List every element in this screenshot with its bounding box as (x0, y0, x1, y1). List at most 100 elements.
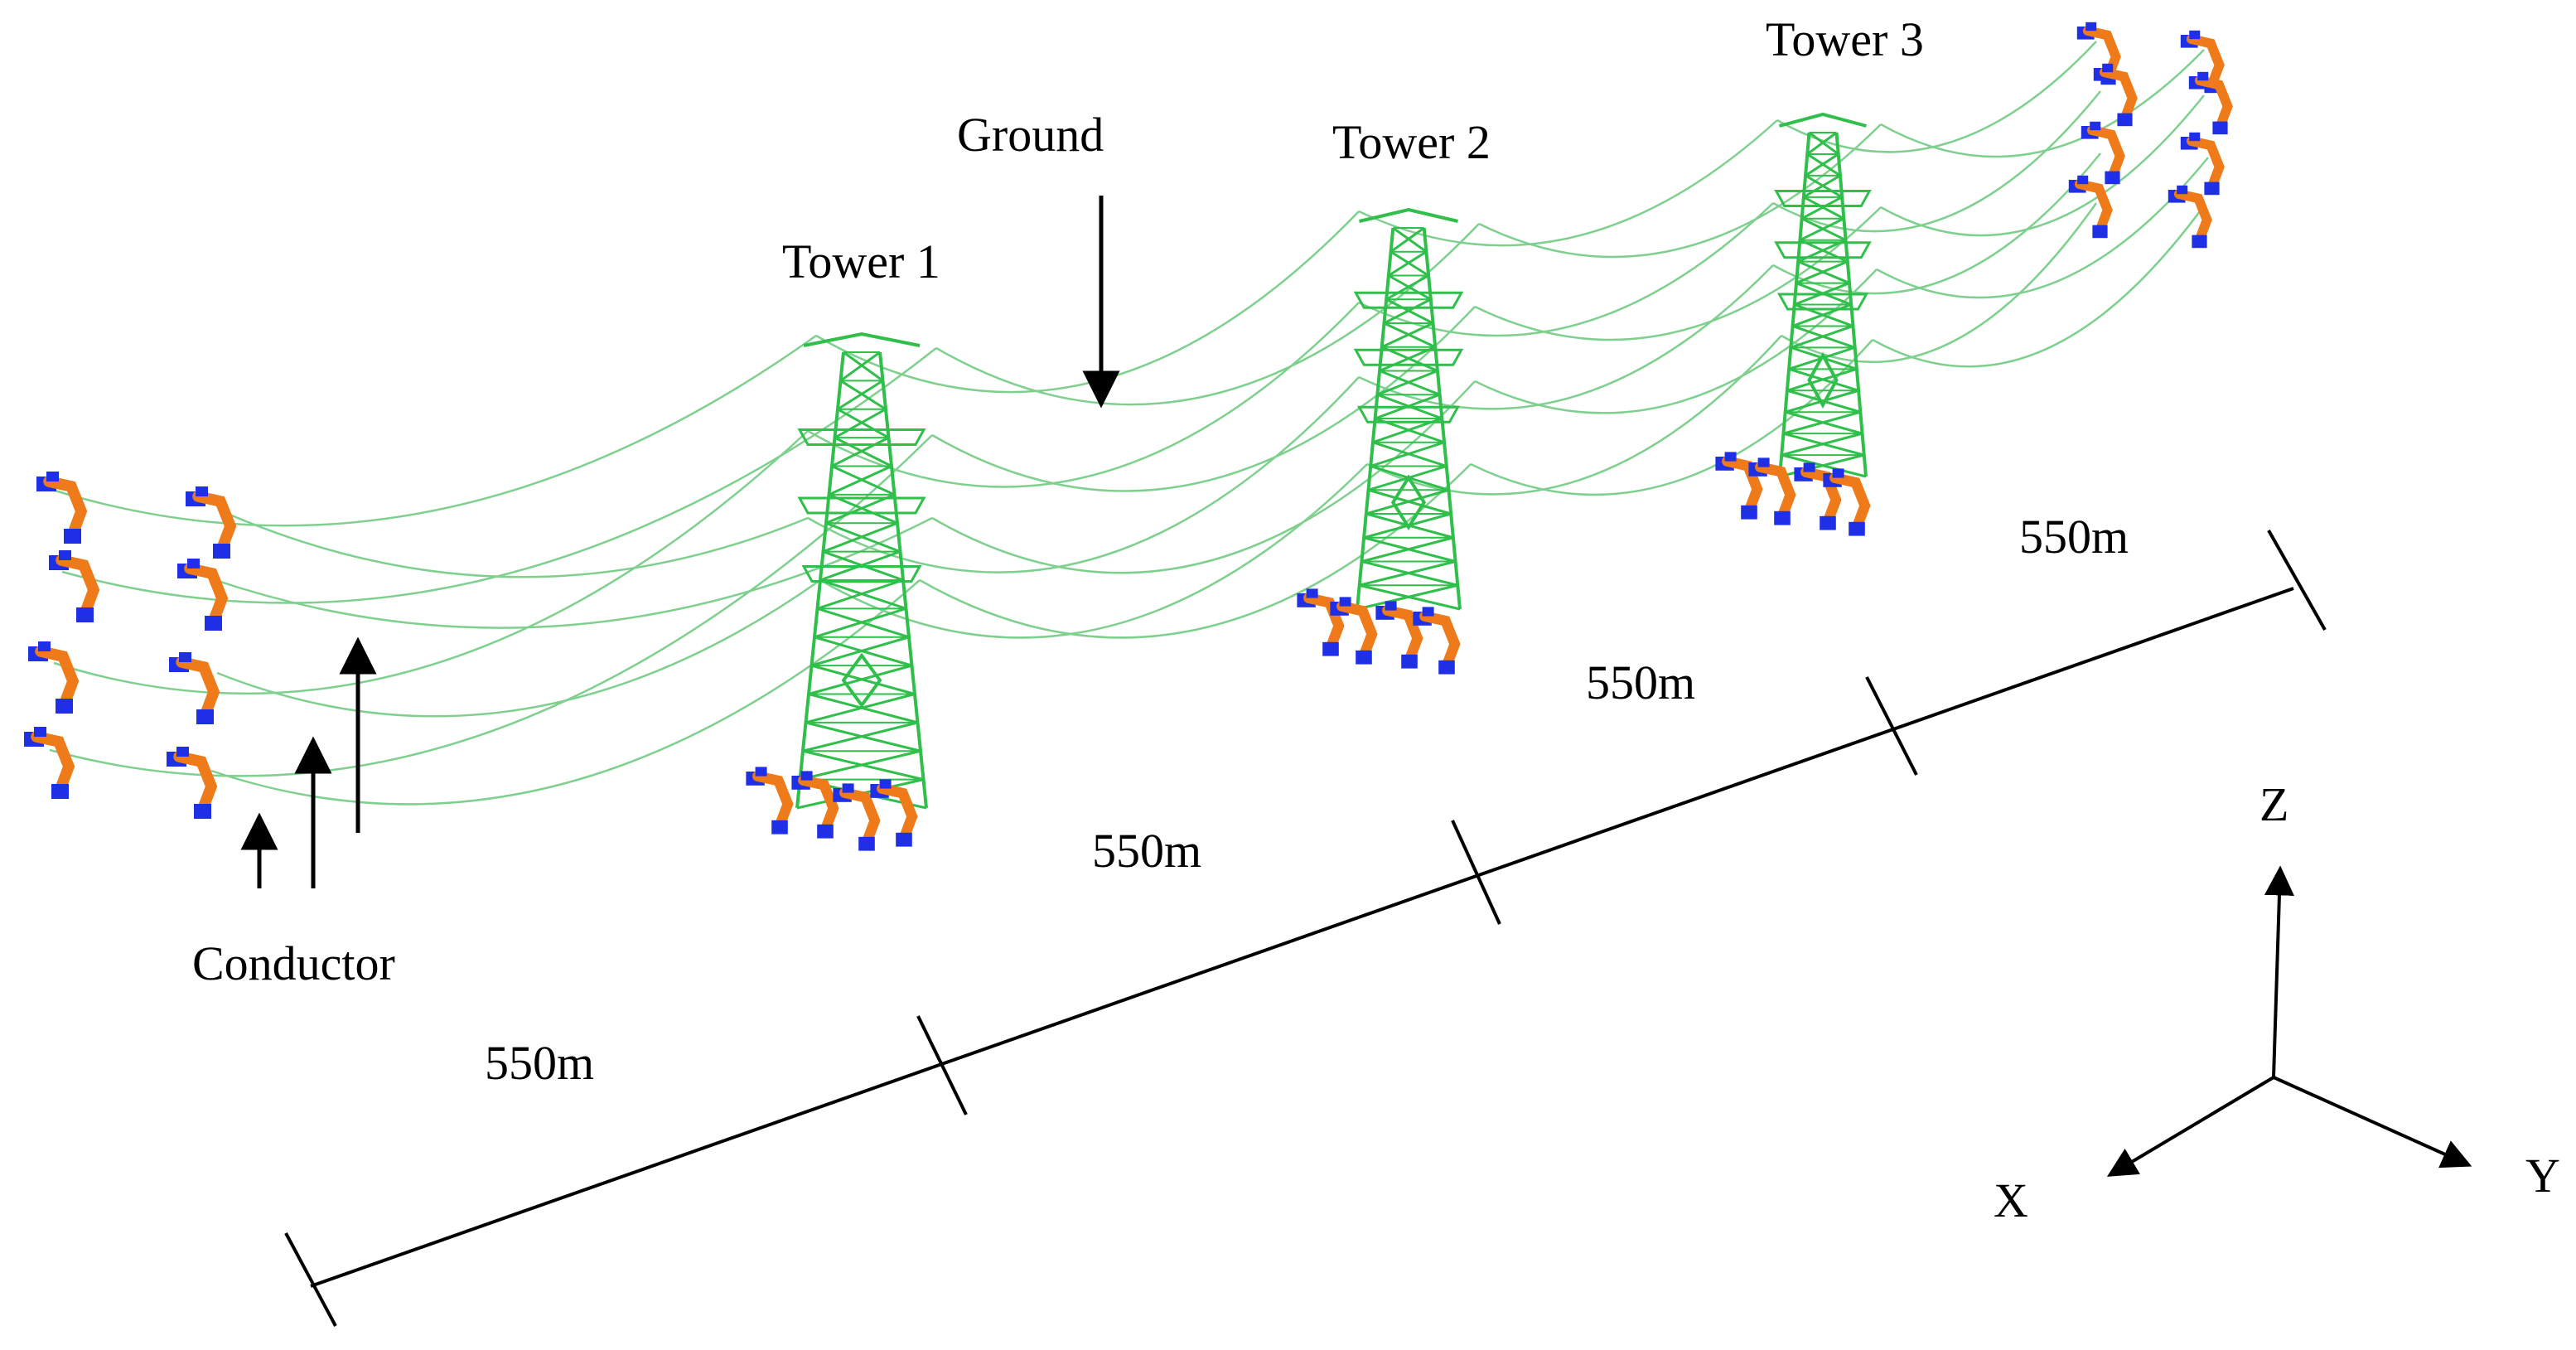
tower-brace (825, 493, 896, 525)
end-support-icon (2180, 132, 2225, 196)
tower-brace (1392, 226, 1428, 253)
support-block (1741, 505, 1757, 520)
support-block (1401, 654, 1418, 669)
tower-2-label: Tower 2 (1332, 115, 1491, 169)
support-block (194, 804, 211, 819)
tower-brace (843, 351, 884, 382)
tower-brace (1389, 226, 1425, 253)
wire (215, 516, 933, 629)
support-arm (2074, 179, 2113, 233)
tower-crossarm (1353, 348, 1464, 366)
tower-brace (1385, 274, 1429, 301)
tower-brace (837, 408, 890, 439)
support-block (1774, 510, 1791, 525)
support-arm (1800, 467, 1842, 524)
wire (1876, 157, 2209, 299)
tower-brace (1779, 453, 1865, 478)
support-block (1757, 457, 1770, 467)
support-block (2102, 63, 2114, 73)
support-block (858, 836, 875, 851)
end-support-icon (169, 652, 220, 724)
span-label-1: 550m (485, 1036, 594, 1090)
tower-brace (800, 749, 921, 781)
support-block (755, 767, 767, 777)
tower-brace (1795, 260, 1849, 284)
tower-diamond (841, 652, 882, 709)
support-arm (31, 731, 75, 792)
end-support-icon (2068, 175, 2113, 239)
tower-brace (834, 436, 892, 467)
tower-diamond (1807, 351, 1839, 409)
dimension-tick (916, 1015, 968, 1115)
wire (1474, 269, 1878, 414)
support-block (187, 559, 200, 569)
dimension-tick (1865, 676, 1918, 776)
end-support-icon (2081, 121, 2125, 185)
support-group (24, 22, 2233, 851)
support-block (59, 550, 71, 560)
tower-brace (1806, 131, 1838, 156)
tower-crossarm (1356, 405, 1461, 423)
support-block (879, 779, 892, 789)
end-support-icon (36, 472, 88, 544)
end-support-icon (1823, 468, 1871, 536)
dimension-tick (2267, 530, 2327, 631)
tower-brace (831, 436, 890, 467)
end-support-icon (870, 779, 918, 847)
support-arm (192, 491, 237, 552)
wire (1358, 264, 1774, 410)
support-arm (2086, 125, 2125, 179)
wire (1772, 152, 2101, 295)
tower-crossarm (1774, 190, 1872, 208)
end-support-icon (1297, 588, 1345, 656)
y-axis-arrow (2273, 1076, 2472, 1169)
support-block (842, 783, 854, 793)
support-block (800, 771, 813, 781)
tower-peak (1359, 207, 1458, 223)
support-block (2177, 185, 2188, 195)
tower-diamond (1390, 474, 1427, 530)
support-arm (43, 476, 88, 537)
wire (49, 334, 817, 527)
support-block (213, 544, 230, 559)
support-arm (35, 646, 80, 707)
support-block (76, 607, 94, 622)
support-block (2192, 235, 2207, 249)
support-block (2090, 121, 2101, 131)
tower-1-label: Tower 1 (782, 235, 940, 288)
support-block (1832, 468, 1844, 478)
wire (1880, 49, 2205, 158)
wire (931, 380, 1476, 574)
support-block (1820, 515, 1836, 530)
tower-group (795, 112, 1872, 810)
tower-peak (1778, 112, 1868, 128)
wire (1872, 210, 2201, 368)
support-block (1306, 588, 1318, 598)
support-block (1724, 452, 1737, 462)
support-block (2092, 225, 2108, 239)
wire (1781, 202, 2098, 364)
tower-crossarm (797, 496, 926, 515)
tower-crossarm (1353, 291, 1464, 309)
tower-brace (1799, 217, 1845, 242)
tower-brace (814, 607, 906, 639)
support-arm (2194, 75, 2233, 129)
tower-3-label: Tower 3 (1766, 12, 1924, 66)
end-support-icon (49, 550, 100, 622)
y-axis-label: Y (2525, 1149, 2560, 1202)
tower-brace (839, 351, 881, 382)
support-block (1438, 660, 1455, 675)
support-block (2085, 22, 2097, 31)
wire-group (49, 41, 2209, 806)
span-label-3: 550m (1586, 656, 1695, 709)
support-block (38, 641, 51, 651)
support-block (1803, 462, 1815, 472)
tower-brace (805, 693, 916, 724)
support-block (1356, 650, 1372, 665)
wire (1366, 335, 1782, 496)
support-block (2189, 132, 2201, 142)
support-arm (2099, 67, 2138, 121)
tower-brace (817, 578, 904, 610)
support-block (2189, 30, 2201, 40)
tower-crossarm (1774, 241, 1872, 259)
